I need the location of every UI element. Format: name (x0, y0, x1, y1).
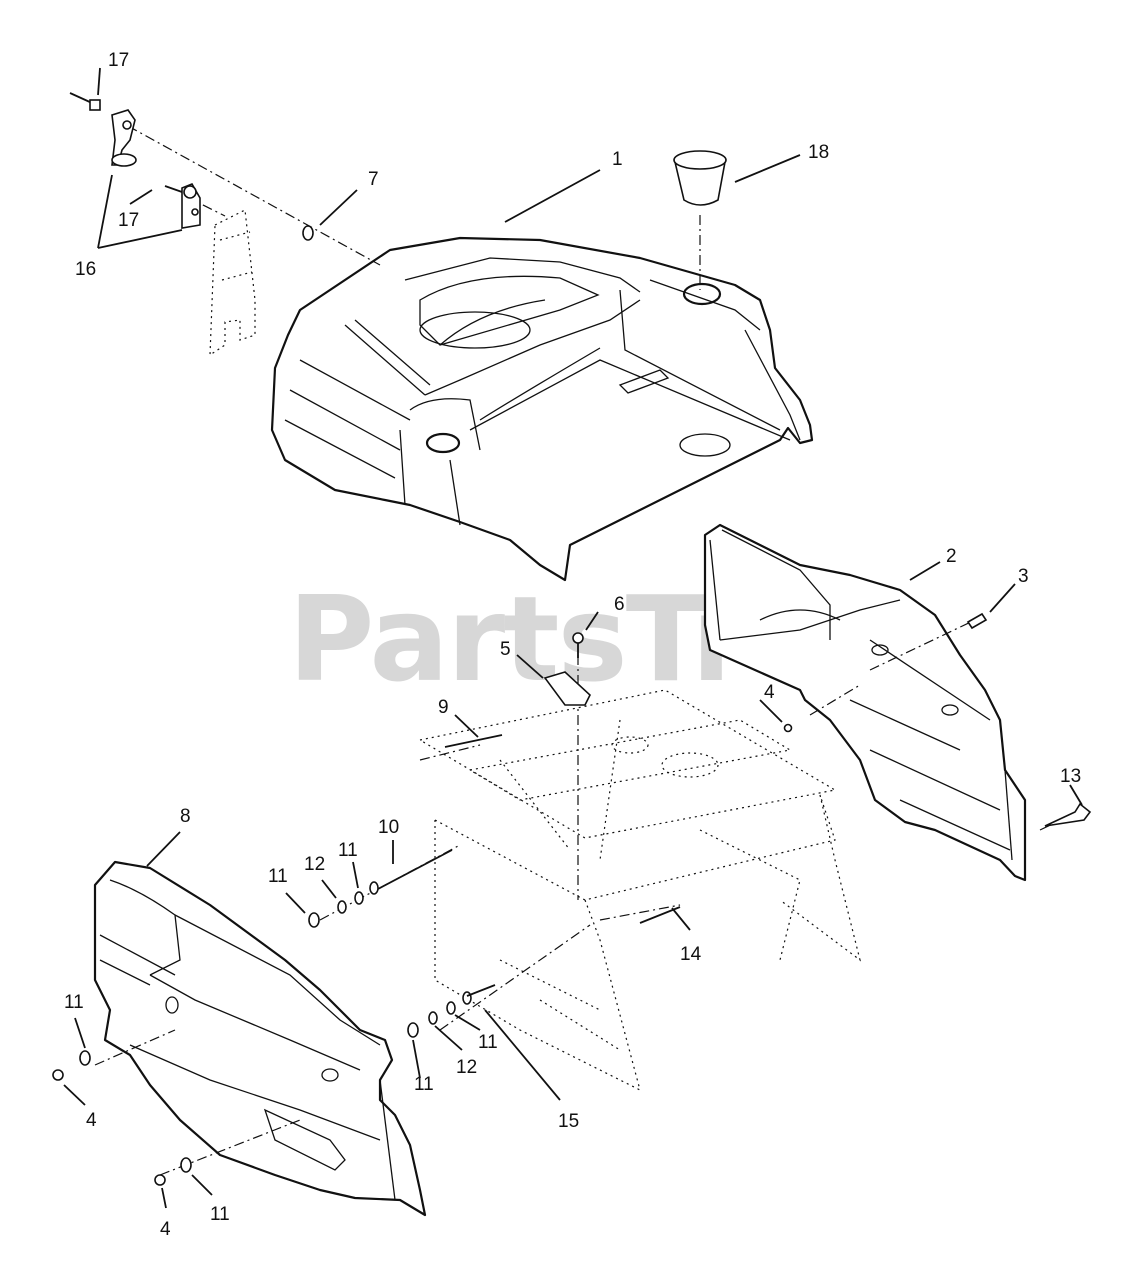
callout-11: 11 (268, 866, 288, 887)
left-side-panel (93, 860, 427, 1217)
callout-13: 13 (1060, 766, 1081, 787)
right-side-panel (703, 523, 1027, 882)
callout-11: 11 (64, 992, 84, 1013)
seat-bracket (209, 209, 256, 357)
chassis-frame (418, 689, 861, 1091)
callout-17: 17 (118, 210, 139, 231)
callout-4: 4 (86, 1110, 97, 1131)
callout-18: 18 (808, 142, 829, 163)
callout-9: 9 (438, 697, 449, 718)
callout-11: 11 (338, 840, 358, 861)
hood-body (270, 236, 814, 582)
callout-7: 7 (368, 169, 379, 190)
callout-4: 4 (764, 682, 775, 703)
callout-11: 11 (210, 1204, 230, 1225)
callout-1: 1 (612, 149, 623, 170)
callout-11: 11 (414, 1074, 434, 1095)
callout-12: 12 (304, 854, 325, 875)
leader-lines (63, 67, 1083, 1209)
callout-5: 5 (500, 639, 511, 660)
callout-15: 15 (558, 1111, 579, 1132)
callout-8: 8 (180, 806, 191, 827)
callouts: 17 17 16 7 1 18 2 3 6 5 4 9 13 8 10 11 1… (64, 50, 1081, 1240)
hardware (52, 92, 1092, 1186)
callout-3: 3 (1018, 566, 1029, 587)
callout-12: 12 (456, 1057, 477, 1078)
callout-2: 2 (946, 546, 957, 567)
callout-10: 10 (378, 817, 399, 838)
callout-6: 6 (614, 594, 625, 615)
callout-16: 16 (75, 259, 96, 280)
callout-14: 14 (680, 944, 702, 965)
callout-17: 17 (108, 50, 129, 71)
callout-4: 4 (160, 1219, 171, 1240)
callout-11: 11 (478, 1032, 498, 1053)
